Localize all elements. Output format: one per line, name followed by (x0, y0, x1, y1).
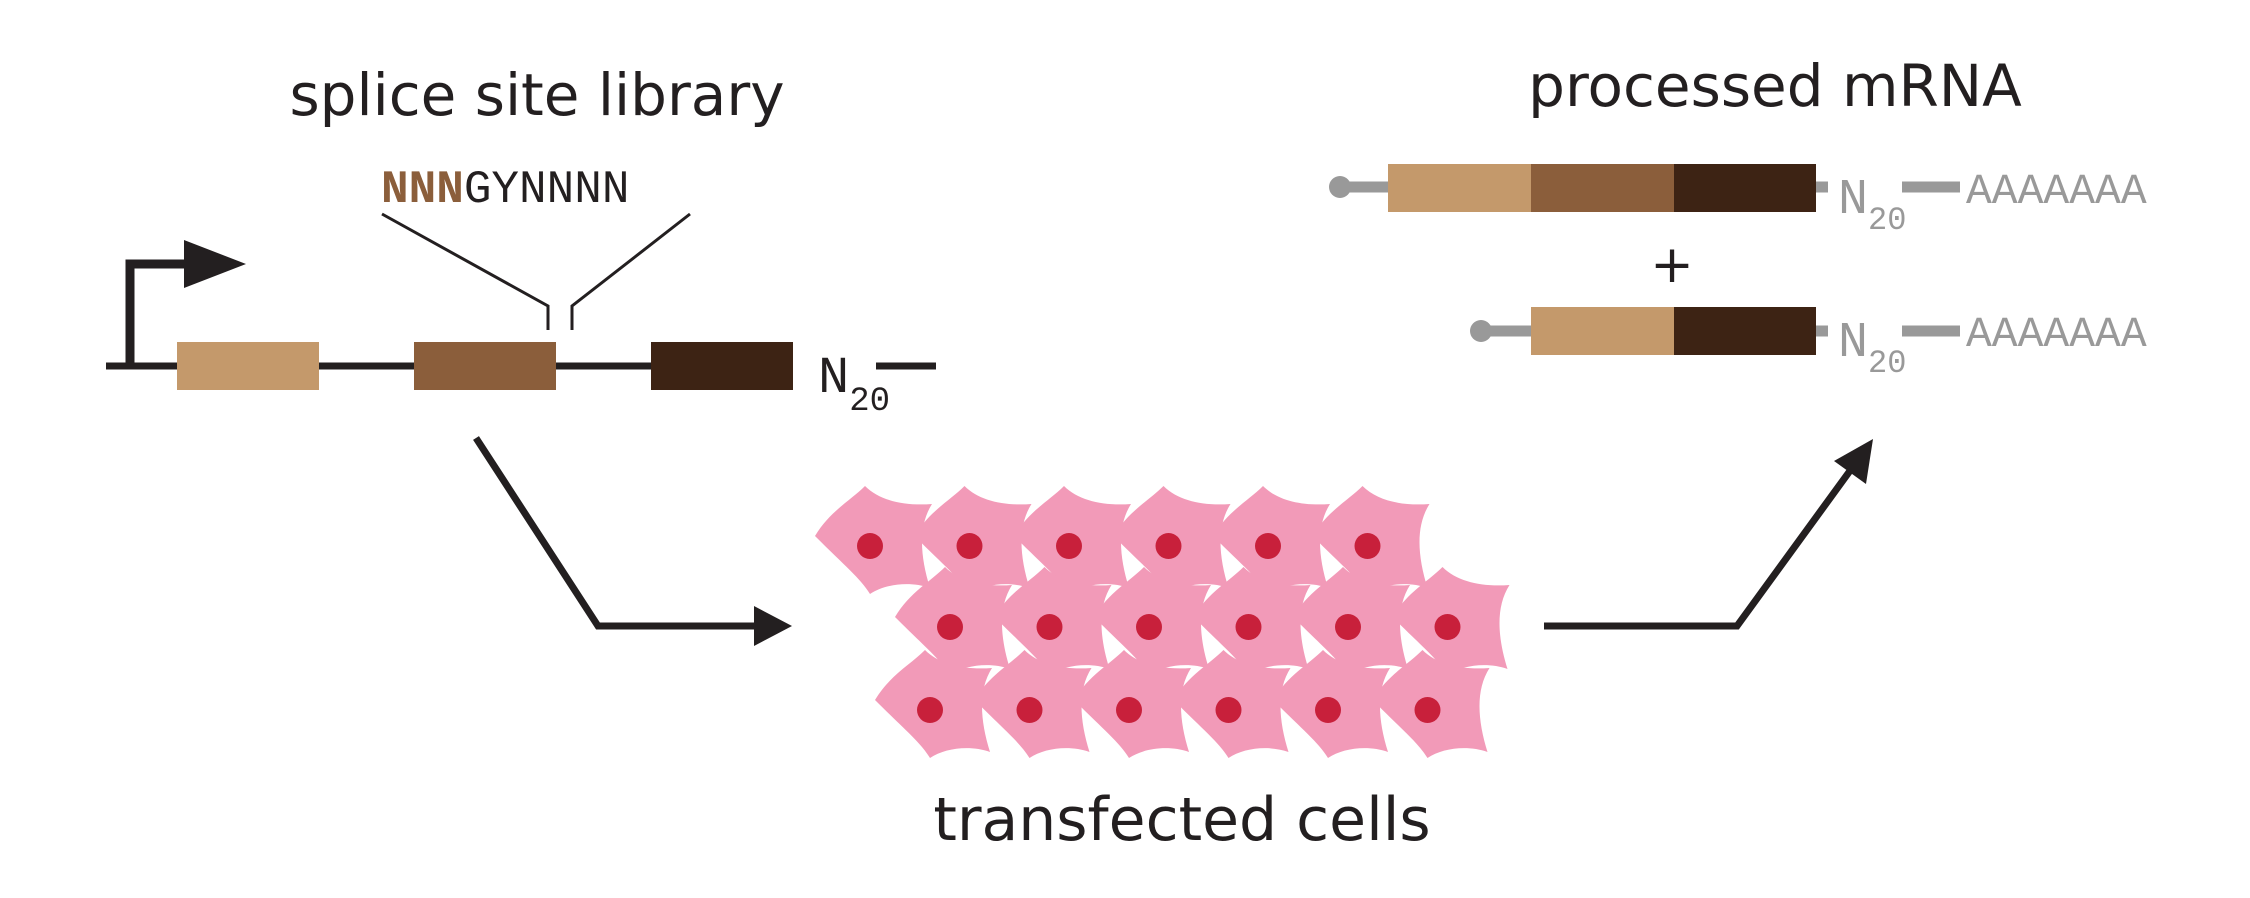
cell-icon (1372, 650, 1490, 758)
cell-icon (1113, 486, 1231, 594)
cell-icon (914, 486, 1032, 594)
exon-3 (651, 342, 793, 390)
mrna-barcode-base: N (1838, 172, 1868, 229)
mrna-exon-1 (1531, 307, 1674, 355)
sequence-random-prefix: NNN (381, 164, 464, 216)
cell-icon (1173, 650, 1291, 758)
cell-nucleus (1056, 533, 1082, 559)
sequence-fixed-suffix: GYNNNN (464, 164, 630, 216)
cell-nucleus (1315, 697, 1341, 723)
mrna-polya-tail: AAAAAAA (1966, 167, 2147, 216)
cell-nucleus (1155, 533, 1182, 559)
cell-nucleus (956, 533, 983, 559)
barcode-label: N20 (818, 349, 890, 421)
cell-nucleus (1255, 533, 1281, 559)
library-sequence: NNNGYNNNN (381, 164, 629, 216)
transfected-cells-group (815, 486, 1510, 758)
mrna-isoform-full: N20 AAAAAAA (1329, 164, 2147, 239)
barcode-subscript: 20 (849, 383, 890, 421)
mrna-title: processed mRNA (1528, 52, 2022, 120)
promoter-arrow-icon (125, 259, 195, 366)
cell-icon (1193, 567, 1311, 675)
flow-arrow-to-cells-icon (473, 436, 760, 630)
cells-title: transfected cells (933, 785, 1430, 855)
cell-nucleus (1016, 697, 1043, 723)
cell-icon (1273, 650, 1390, 758)
mrna-barcode-base: N (1838, 315, 1868, 372)
exon-1 (177, 342, 319, 390)
cell-icon (815, 486, 932, 594)
mrna-barcode-subscript: 20 (1868, 202, 1906, 239)
exon-2 (414, 342, 556, 390)
flow-arrowhead-to-cells-icon (754, 606, 792, 646)
cell-icon (1014, 486, 1131, 594)
mrna-polya-tail: AAAAAAA (1966, 310, 2147, 359)
cell-icon (974, 650, 1092, 758)
promoter-arrowhead-icon (184, 240, 246, 288)
cell-nucleus (1136, 614, 1162, 640)
library-title: splice site library (289, 61, 784, 129)
mrna-exon-3 (1674, 307, 1816, 355)
cell-nucleus (1215, 697, 1242, 723)
plus-sign: + (1650, 235, 1694, 295)
mrna-barcode-label: N20 (1838, 172, 1906, 239)
cell-nucleus (1116, 697, 1142, 723)
cell-nucleus (1434, 614, 1461, 640)
cell-icon (875, 650, 992, 758)
mrna-barcode-label: N20 (1838, 315, 1906, 382)
cell-icon (1213, 486, 1330, 594)
barcode-base: N (818, 349, 849, 408)
cell-nucleus (1235, 614, 1262, 640)
cell-nucleus (1036, 614, 1063, 640)
cell-nucleus (1414, 697, 1441, 723)
cell-icon (1094, 567, 1211, 675)
cell-nucleus (917, 697, 943, 723)
cell-icon (1312, 486, 1430, 594)
cell-nucleus (1354, 533, 1381, 559)
mrna-exon-1 (1388, 164, 1531, 212)
mrna-barcode-subscript: 20 (1868, 345, 1906, 382)
mrna-exon-3 (1674, 164, 1816, 212)
cell-icon (1392, 567, 1510, 675)
mrna-exon-2 (1531, 164, 1674, 212)
sequence-pointer-right (570, 212, 691, 330)
cell-nucleus (937, 614, 963, 640)
cell-icon (1293, 567, 1410, 675)
cell-icon (994, 567, 1112, 675)
cell-icon (895, 567, 1012, 675)
cell-icon (1074, 650, 1191, 758)
cell-nucleus (1335, 614, 1361, 640)
mrna-isoform-skipped: N20 AAAAAAA (1470, 307, 2147, 382)
sequence-pointer-left (381, 212, 550, 330)
cell-nucleus (857, 533, 883, 559)
flow-arrowhead-to-mrna-icon (1834, 439, 1873, 484)
flow-arrow-to-mrna-icon (1544, 465, 1855, 630)
